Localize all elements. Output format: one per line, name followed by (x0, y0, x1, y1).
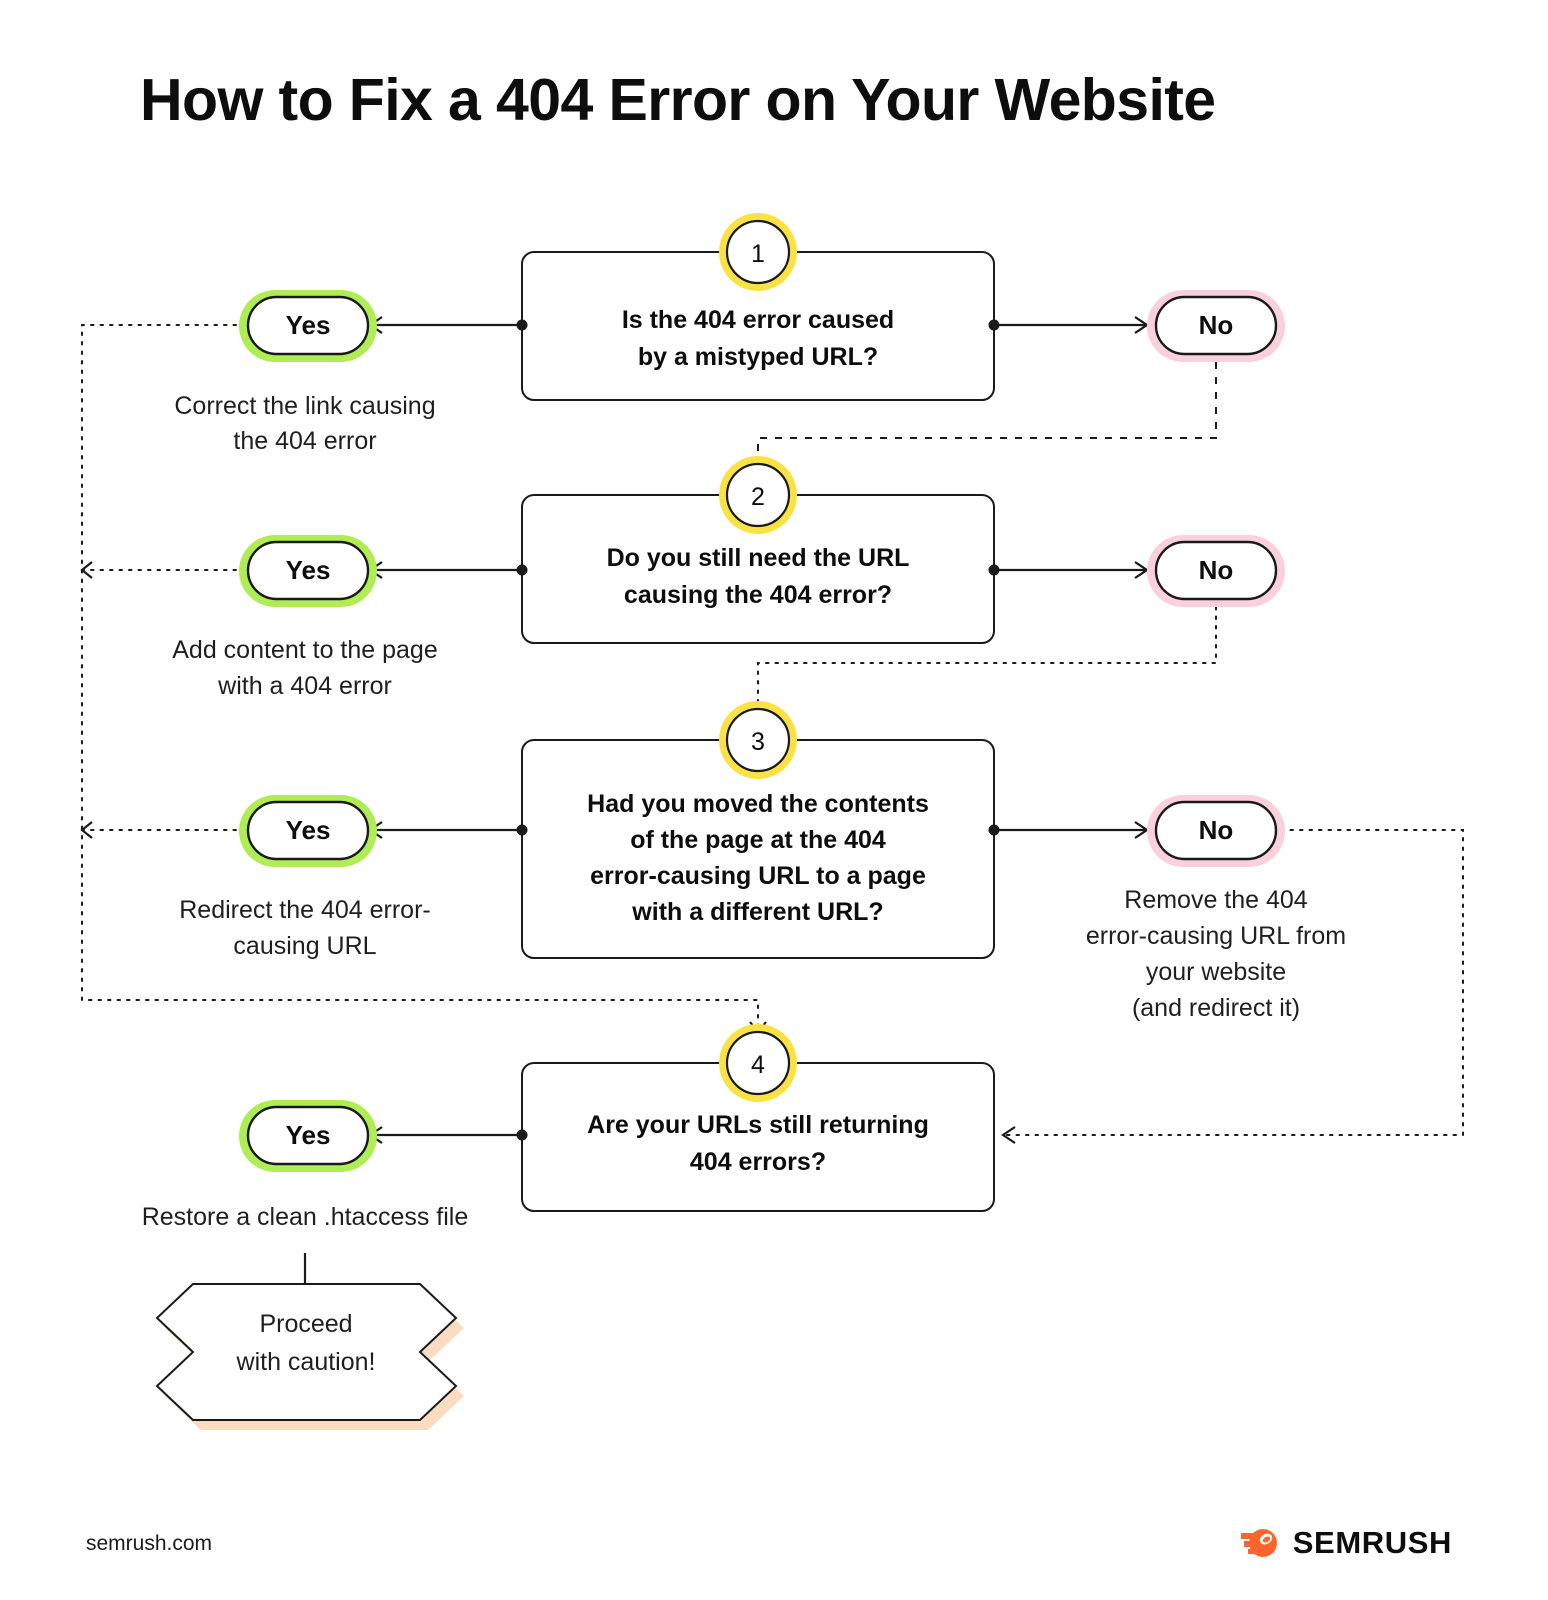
step-3-group: Yes No 3 Had you moved the contents of t… (179, 701, 1346, 1022)
step-4-question-line-1: Are your URLs still returning (587, 1111, 929, 1139)
step-2-badge: 2 (719, 456, 797, 534)
step-3-question-line-2: of the page at the 404 (630, 826, 886, 854)
step-2-yes-note-line-2: with a 404 error (217, 672, 392, 700)
page-title: How to Fix a 404 Error on Your Website (140, 67, 1216, 133)
step-3-question-line-1: Had you moved the contents (587, 790, 929, 818)
step-3-yes-label: Yes (286, 815, 331, 845)
step-4-group: Yes 4 Are your URLs still returning 404 … (142, 1024, 995, 1231)
step-2-badge-number: 2 (751, 483, 765, 511)
step-4-yes-label: Yes (286, 1120, 331, 1150)
step-2-question-line-2: causing the 404 error? (624, 581, 892, 609)
terminal-burst-shape (155, 1283, 458, 1421)
step-2-left-connector-dot (516, 564, 528, 576)
step-2-right-connector-dot (988, 564, 1000, 576)
step-1-yes-label: Yes (286, 310, 331, 340)
footer-url[interactable]: semrush.com (86, 1532, 213, 1555)
step-2-no-pill[interactable]: No (1147, 535, 1285, 607)
step-3-no-note-line-4: (and redirect it) (1132, 994, 1300, 1022)
step-1-yes-pill[interactable]: Yes (239, 290, 377, 362)
connector-no3-to-step4 (1001, 829, 1464, 1144)
step-1-no-label: No (1199, 310, 1234, 340)
step-4-yes-note-line-1: Restore a clean .htaccess file (142, 1203, 469, 1231)
step-1-badge: 1 (719, 213, 797, 291)
step-1-yes-note-line-2: the 404 error (233, 427, 376, 455)
step-4-yes-pill[interactable]: Yes (239, 1100, 377, 1172)
step-1-no-pill[interactable]: No (1147, 290, 1285, 362)
step-3-no-note-line-1: Remove the 404 (1124, 886, 1308, 914)
step-3-no-note-line-2: error-causing URL from (1086, 922, 1346, 950)
step-2-yes-pill[interactable]: Yes (239, 535, 377, 607)
step-1-question-line-2: by a mistyped URL? (638, 343, 878, 371)
step-3-no-label: No (1199, 815, 1234, 845)
step-3-yes-note-line-1: Redirect the 404 error- (179, 896, 431, 924)
step-3-yes-pill[interactable]: Yes (239, 795, 377, 867)
terminal-line-2: with caution! (236, 1348, 376, 1376)
step-4-badge-number: 4 (751, 1051, 765, 1079)
step-3-yes-note-line-2: causing URL (233, 932, 376, 960)
step-4-badge: 4 (719, 1024, 797, 1102)
step-3-badge-number: 3 (751, 728, 765, 756)
step-2-group: Yes No 2 Do you still need the URL causi… (172, 456, 1285, 700)
semrush-wordmark: SEMRUSH (1292, 1525, 1452, 1560)
step-3-right-connector-dot (988, 824, 1000, 836)
step-1-yes-note-line-1: Correct the link causing (174, 392, 435, 420)
step-3-no-note-line-3: your website (1146, 958, 1286, 986)
step-2-no-label: No (1199, 555, 1234, 585)
step-1-question-line-1: Is the 404 error caused (622, 306, 894, 334)
step-1-group: Yes No 1 Is the 404 error caused by a mi… (174, 213, 1285, 455)
step-2-yes-label: Yes (286, 555, 331, 585)
step-1-badge-number: 1 (751, 240, 765, 268)
step-2-yes-note-line-1: Add content to the page (172, 636, 438, 664)
step-3-badge: 3 (719, 701, 797, 779)
step-3-no-pill[interactable]: No (1147, 795, 1285, 867)
terminal-group: Proceed with caution! (155, 1253, 464, 1430)
semrush-brand: SEMRUSH (1240, 1522, 1452, 1564)
terminal-line-1: Proceed (259, 1310, 352, 1338)
semrush-comet-icon (1240, 1529, 1277, 1557)
step-3-question-line-3: error-causing URL to a page (590, 862, 926, 890)
step-3-question-line-4: with a different URL? (631, 898, 883, 926)
step-3-left-connector-dot (516, 824, 528, 836)
step-4-question-line-2: 404 errors? (690, 1148, 826, 1176)
step-4-left-connector-dot (516, 1129, 528, 1141)
step-1-right-connector-dot (988, 319, 1000, 331)
step-2-question-line-1: Do you still need the URL (607, 544, 910, 572)
step-1-left-connector-dot (516, 319, 528, 331)
